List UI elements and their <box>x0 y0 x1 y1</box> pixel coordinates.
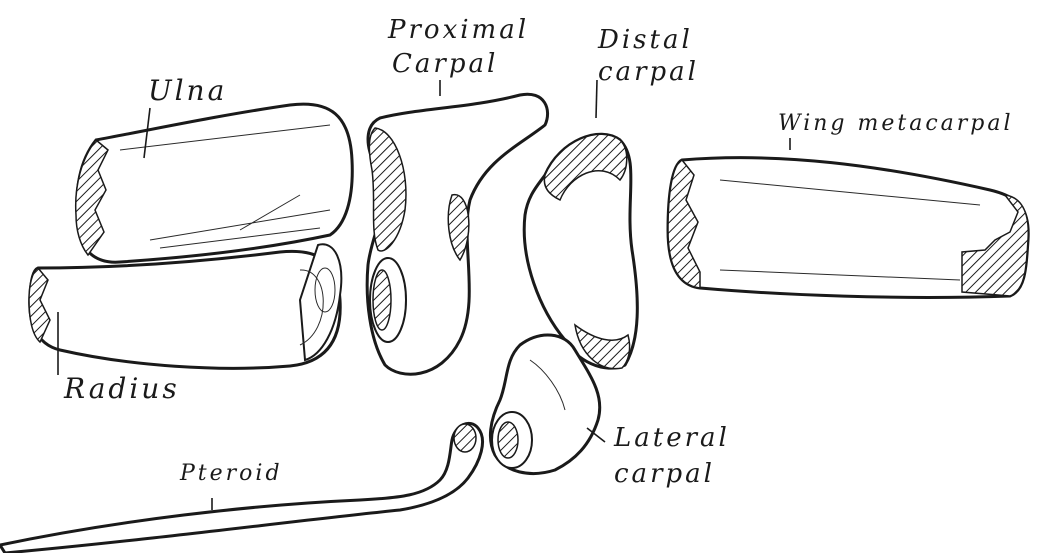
ulna-bone <box>76 104 353 262</box>
label-distal-carpal-line1: Distal <box>597 25 693 55</box>
label-lateral-carpal-line1: Lateral <box>613 423 730 453</box>
distal-carpal-bone <box>524 134 637 368</box>
label-proximal-carpal-line2: Carpal <box>392 49 498 79</box>
label-ulna: Ulna <box>148 74 227 107</box>
label-proximal-carpal-line1: Proximal <box>387 15 529 45</box>
label-lateral-carpal-line2: carpal <box>614 459 715 489</box>
wing-metacarpal-bone <box>668 158 1028 298</box>
pteroid-bone <box>0 423 483 553</box>
label-pteroid: Pteroid <box>179 461 283 486</box>
distal-carpal-leader <box>596 80 597 118</box>
proximal-carpal-bone <box>367 94 547 374</box>
radius-bone <box>29 244 341 368</box>
label-radius: Radius <box>63 372 180 405</box>
label-distal-carpal-line2: carpal <box>598 57 699 87</box>
label-wing-metacarpal: Wing metacarpal <box>778 111 1014 136</box>
